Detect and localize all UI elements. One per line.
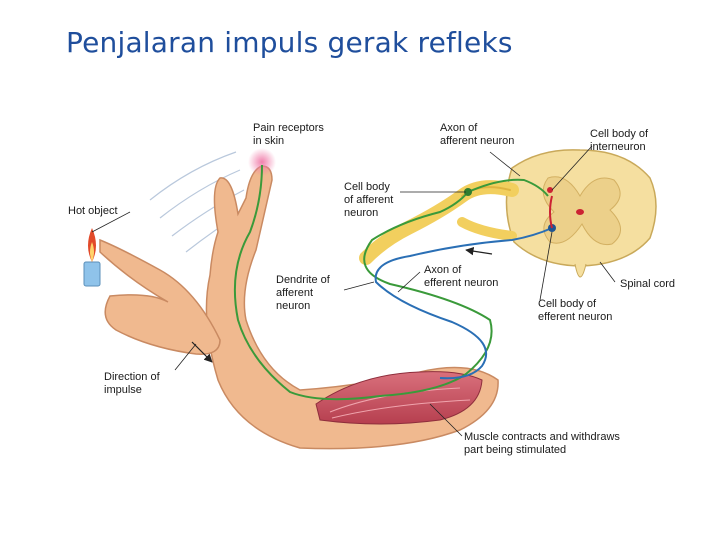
slide-title: Penjalaran impuls gerak refleks bbox=[66, 26, 513, 59]
label-pain-receptors: Pain receptors in skin bbox=[253, 122, 327, 147]
spinal-cord bbox=[505, 149, 657, 278]
label-direction-impulse: Direction of impulse bbox=[104, 371, 163, 396]
interneuron bbox=[549, 195, 553, 229]
label-spinal-cord: Spinal cord bbox=[620, 278, 675, 290]
leader-lines bbox=[91, 145, 616, 437]
efferent-nerve bbox=[374, 227, 553, 380]
label-dendrite-afferent: Dendrite of afferent neuron bbox=[276, 274, 333, 312]
direction-arrow bbox=[465, 246, 493, 256]
afferent-nerve bbox=[233, 164, 549, 401]
label-axon-efferent: Axon of efferent neuron bbox=[424, 264, 498, 289]
candle bbox=[83, 228, 101, 287]
receptor-glow bbox=[248, 148, 276, 176]
label-cell-body-afferent: Cell body of afferent neuron bbox=[344, 181, 396, 219]
interneuron-cell-body bbox=[547, 187, 553, 193]
afferent-cell-body bbox=[464, 188, 472, 196]
second-hand bbox=[99, 238, 221, 355]
label-cell-body-interneuron: Cell body of interneuron bbox=[590, 128, 651, 153]
label-axon-afferent: Axon of afferent neuron bbox=[440, 122, 514, 147]
label-muscle: Muscle contracts and withdraws part bein… bbox=[464, 431, 623, 456]
label-cell-body-efferent: Cell body of efferent neuron bbox=[538, 298, 612, 323]
label-hot-object: Hot object bbox=[68, 205, 118, 217]
motion-lines bbox=[149, 151, 247, 253]
